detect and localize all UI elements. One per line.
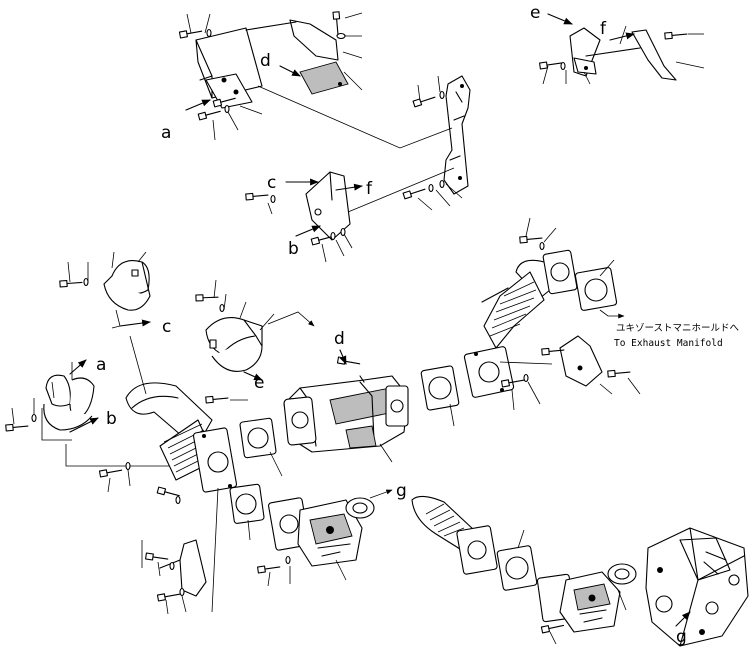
callout-arrows bbox=[69, 13, 691, 627]
bottom-housing bbox=[645, 527, 749, 647]
lower-right-corrugation bbox=[425, 503, 465, 537]
clamp-middle bbox=[195, 279, 275, 372]
gasket-left bbox=[239, 417, 283, 477]
callout-e-top: e bbox=[530, 3, 540, 23]
lower-right-pipe bbox=[411, 495, 498, 575]
right-bellows-corrugation bbox=[489, 281, 537, 337]
top-bracket bbox=[195, 19, 339, 109]
shield-plate-d bbox=[299, 61, 363, 95]
left-bellows-pipe bbox=[98, 382, 248, 505]
center-cooler bbox=[283, 356, 409, 463]
callout-d-top: d bbox=[260, 51, 271, 71]
gasket-lower-right bbox=[496, 529, 538, 591]
gasket-lower-left bbox=[229, 483, 265, 541]
callout-a-left: a bbox=[96, 355, 106, 375]
callout-e-mid: e bbox=[254, 373, 264, 393]
top-right-bracket bbox=[539, 25, 705, 85]
gasket-small-center bbox=[345, 497, 375, 519]
bottom-right-valve bbox=[536, 571, 621, 645]
callout-g-mid: g bbox=[396, 481, 407, 501]
clamp-lower bbox=[5, 362, 95, 432]
right-bellows-pipe bbox=[463, 217, 578, 398]
callout-b-left: b bbox=[106, 409, 117, 429]
callout-c-clamp: c bbox=[162, 317, 171, 337]
long-bracket bbox=[402, 75, 471, 211]
callout-a-top: a bbox=[161, 123, 171, 143]
callout-f-mid: f bbox=[366, 179, 373, 199]
left-bellows-corrugation bbox=[163, 423, 213, 473]
callout-g-bottom: g bbox=[676, 627, 687, 647]
note-jp: ユキゾーストマニホールドへ bbox=[616, 323, 740, 334]
note-en: To Exhaust Manifold bbox=[614, 338, 723, 349]
callout-b-mid: b bbox=[288, 239, 299, 259]
callout-c-mid: c bbox=[267, 173, 276, 193]
mid-bracket bbox=[245, 171, 353, 263]
lower-left-bracket bbox=[141, 539, 207, 615]
lower-center-valve bbox=[257, 497, 363, 587]
callout-f-top: f bbox=[600, 19, 607, 39]
gasket-center-right bbox=[420, 365, 460, 427]
manifold-bracket bbox=[500, 335, 641, 411]
clamp-upper bbox=[59, 251, 151, 311]
callout-d-mid: d bbox=[334, 329, 345, 349]
top-bracket-fasteners bbox=[178, 11, 363, 141]
gasket-top-right bbox=[574, 259, 618, 311]
gasket-bottom-small bbox=[607, 563, 637, 585]
